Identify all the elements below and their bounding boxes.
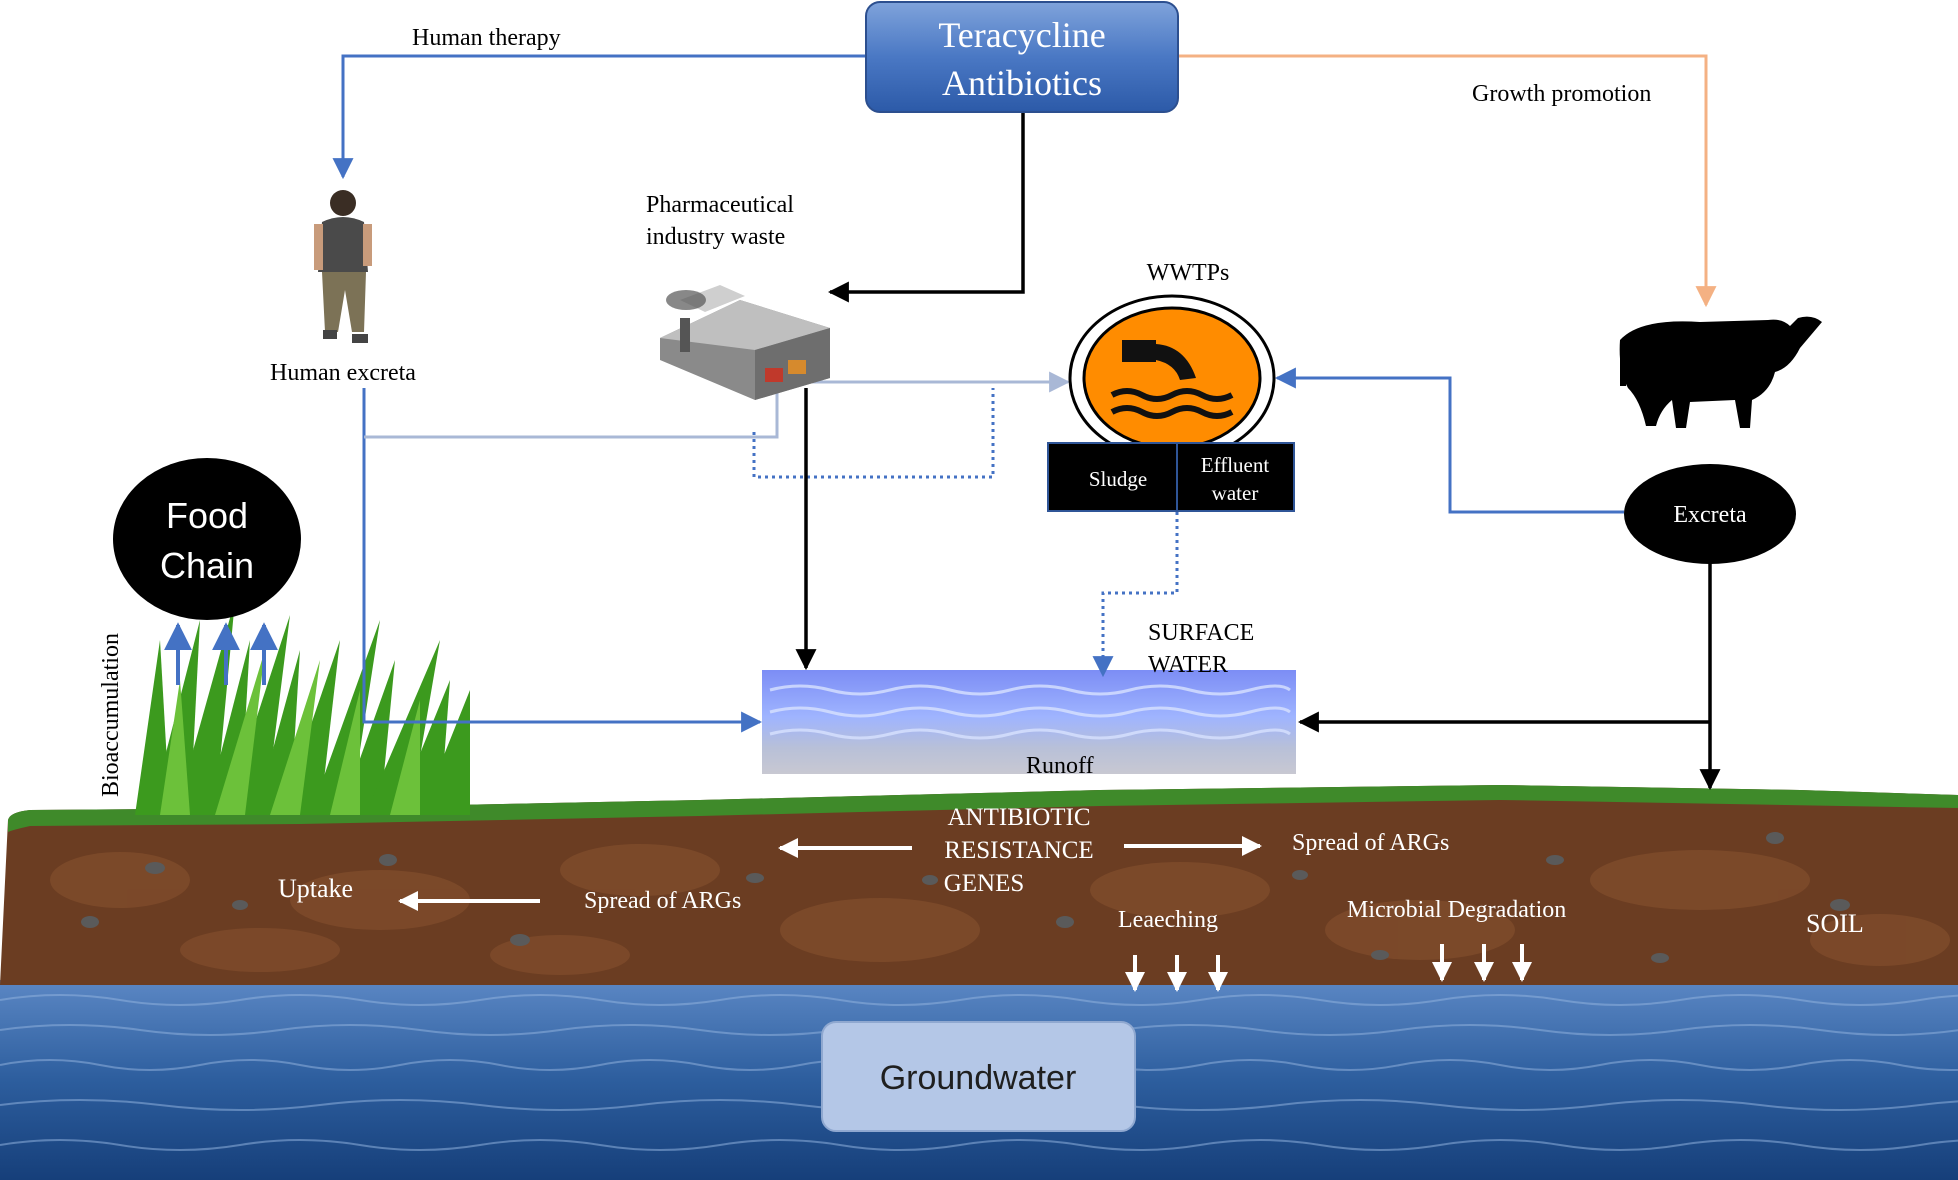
label-effluent-line1: Effluent (1201, 453, 1270, 477)
label-food-line2: Chain (160, 545, 254, 586)
flow-growth-promotion (1178, 54, 1717, 308)
flow-to-pharma (827, 113, 1025, 303)
label-arg-line3: GENES (944, 870, 1025, 897)
human-icon (314, 190, 372, 343)
flow-human-excreta-to-wwtp (364, 371, 1071, 439)
label-arg-line1: ANTIBIOTIC (947, 804, 1090, 831)
label-surface-line1: SURFACE (1148, 620, 1254, 646)
label-pharma-line2: industry waste (646, 224, 785, 250)
antibiotics-source-box: Teracycline Antibiotics (865, 1, 1179, 113)
label-bioaccumulation: Bioaccumulation (98, 633, 124, 797)
source-title-line2: Antibiotics (942, 63, 1102, 103)
label-food-line1: Food (166, 495, 248, 536)
source-title-line1: Teracycline (938, 15, 1105, 55)
cow-icon (1619, 316, 1822, 428)
flow-effluent-to-water (1092, 512, 1179, 678)
surface-water (762, 670, 1296, 774)
flow-human-excreta-to-water (362, 388, 763, 733)
label-growth-promotion: Growth promotion (1472, 81, 1651, 107)
wwtp-output-panel: Sludge Effluent water (1047, 442, 1295, 512)
wwtp-icon (1068, 294, 1276, 462)
groundwater-label-box: Groundwater (821, 1021, 1136, 1132)
label-soil: SOIL (1806, 909, 1864, 938)
grass-clump-icon (135, 600, 470, 815)
soil-layer (0, 785, 1958, 985)
label-human-therapy: Human therapy (412, 25, 561, 51)
label-pharma-line1: Pharmaceutical (646, 192, 794, 218)
label-spread-left: Spread of ARGs (584, 888, 741, 914)
flow-lines (164, 54, 1721, 992)
label-runoff: Runoff (1026, 753, 1094, 779)
label-human-excreta: Human excreta (270, 360, 416, 386)
label-microbial-degradation: Microbial Degradation (1347, 897, 1566, 923)
grass-strip (8, 785, 1958, 832)
label-wwtps: WWTPs (1147, 260, 1230, 286)
flow-human-therapy (332, 54, 866, 180)
label-effluent-line2: water (1212, 481, 1259, 505)
label-leaching: Leaeching (1118, 907, 1218, 933)
factory-icon (660, 285, 830, 400)
flow-excreta-to-wwtp (1274, 367, 1624, 514)
label-surface-line2: WATER (1148, 652, 1228, 678)
flow-pharma-dotted (752, 388, 995, 479)
food-chain-bubble: Food Chain (113, 458, 301, 620)
label-sludge: Sludge (1089, 467, 1147, 491)
label-uptake: Uptake (278, 874, 353, 903)
label-excreta: Excreta (1673, 502, 1747, 528)
label-arg-line2: RESISTANCE (944, 837, 1093, 864)
label-spread-right: Spread of ARGs (1292, 830, 1449, 856)
excreta-bubble: Excreta (1624, 464, 1796, 564)
label-groundwater: Groundwater (880, 1059, 1077, 1097)
